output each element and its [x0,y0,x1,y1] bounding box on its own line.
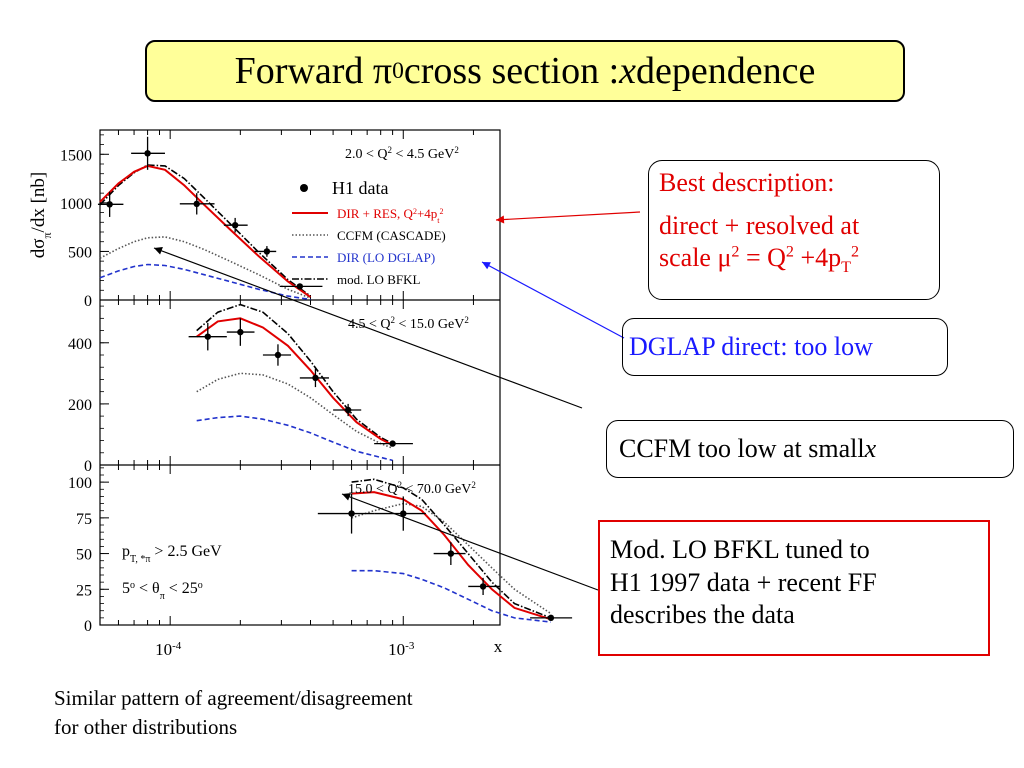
legend-label-dglap: DIR (LO DGLAP) [337,250,435,265]
y-tick-label: 0 [84,618,92,635]
footnote: Similar pattern of agreement/disagreemen… [54,684,413,743]
panel-label: 4.5 < Q2 < 15.0 GeV2 [348,315,469,332]
y-tick-label: 500 [68,244,92,261]
y-tick-label: 25 [76,582,92,599]
callout-bfkl-describes: Mod. LO BFKL tuned to H1 1997 data + rec… [598,520,990,656]
footnote-line2: for other distributions [54,715,238,740]
curve-dir-res [99,164,312,298]
arrow-dglap-head [482,262,491,270]
y-axis-label: dσπ/dx [nb] [28,172,54,259]
curve-dir-res [351,491,552,621]
title-italic-x: x [619,50,637,92]
y-tick-label: 200 [68,397,92,414]
footnote-line1: Similar pattern of agreement/disagreemen… [54,686,413,710]
arrow-ccfm [153,247,583,409]
y-tick-label: 100 [68,475,92,492]
data-point [193,200,200,208]
legend-label-h1: H1 data [332,178,388,198]
data-point [144,150,151,157]
title-part3: dependence [636,50,816,92]
y-tick-label: 50 [76,547,92,564]
data-point [348,510,355,517]
title-part1: Forward π [234,50,393,92]
cut-pt: pT, *π > 2.5 GeV [122,543,222,565]
curve-ccfm [351,502,552,615]
legend-label-ccfm: CCFM (CASCADE) [337,228,446,243]
legend-marker-h1 [300,184,308,192]
ccfm-italic-x: x [864,433,877,463]
curve-dglap [196,415,393,462]
cut-theta: 5o < θπ < 25o [122,580,203,602]
y-tick-label: 400 [68,336,92,353]
x-axis-label: x [494,637,503,656]
data-point [312,374,319,382]
data-point [237,328,244,336]
data-point [263,248,271,255]
ccfm-text: CCFM too low at small [619,433,865,463]
legend-label-bfkl: mod. LO BFKL [337,272,420,287]
y-tick-label: 0 [84,458,92,475]
y-tick-label: 75 [76,511,92,528]
x-tick-label: 10-3 [388,640,415,659]
data-point [296,283,304,290]
bfkl-line1: Mod. LO BFKL tuned to [610,535,870,564]
callout-ccfm-too-low: CCFM too low at small x [606,420,1014,478]
arrow-bfkl [341,493,599,591]
data-point [106,201,113,208]
arrow-bfkl-head [342,493,351,501]
arrow-best-head [496,215,505,224]
curve-bfkl [196,303,393,445]
legend-label-dir-res: DIR + RES, Q2+4pt2 [337,206,444,225]
data-point [274,351,282,359]
panel-label: 15.0 < Q2 < 70.0 GeV2 [348,480,476,497]
curve-bfkl [351,478,552,619]
best-line2: direct + resolved at [659,210,860,240]
data-point [389,440,396,447]
curve-dglap [351,569,551,623]
curve-ccfm [196,372,393,449]
y-tick-label: 1500 [60,147,92,164]
best-line3: scale μ2 = Q2 +4pT2 [659,243,860,277]
arrow-dglap [481,261,625,339]
x-tick-label: 10-4 [155,640,182,659]
title-part2: cross section : [403,50,620,92]
data-point [344,406,352,414]
y-tick-label: 0 [84,293,92,310]
curve-bfkl [99,164,311,297]
bfkl-line3: describes the data [610,600,795,629]
bfkl-line2: H1 1997 data + recent FF [610,567,877,597]
best-line1: Best description: [659,168,835,197]
data-point [479,583,487,590]
data-point [204,333,211,340]
data-point [547,614,555,622]
y-tick-label: 1000 [60,196,92,213]
arrow-ccfm-head [154,247,163,255]
data-point [447,550,455,557]
curve-dir-res [196,317,394,446]
data-point [231,222,239,229]
dglap-text: DGLAP direct: too low [629,331,873,361]
curve-ccfm [99,236,311,299]
panel-label: 2.0 < Q2 < 4.5 GeV2 [345,145,459,162]
data-point [400,510,407,517]
callout-dglap-too-low: DGLAP direct: too low [622,318,948,376]
callout-best-description: Best description: direct + resolved at s… [648,160,940,300]
arrow-best [495,211,641,221]
